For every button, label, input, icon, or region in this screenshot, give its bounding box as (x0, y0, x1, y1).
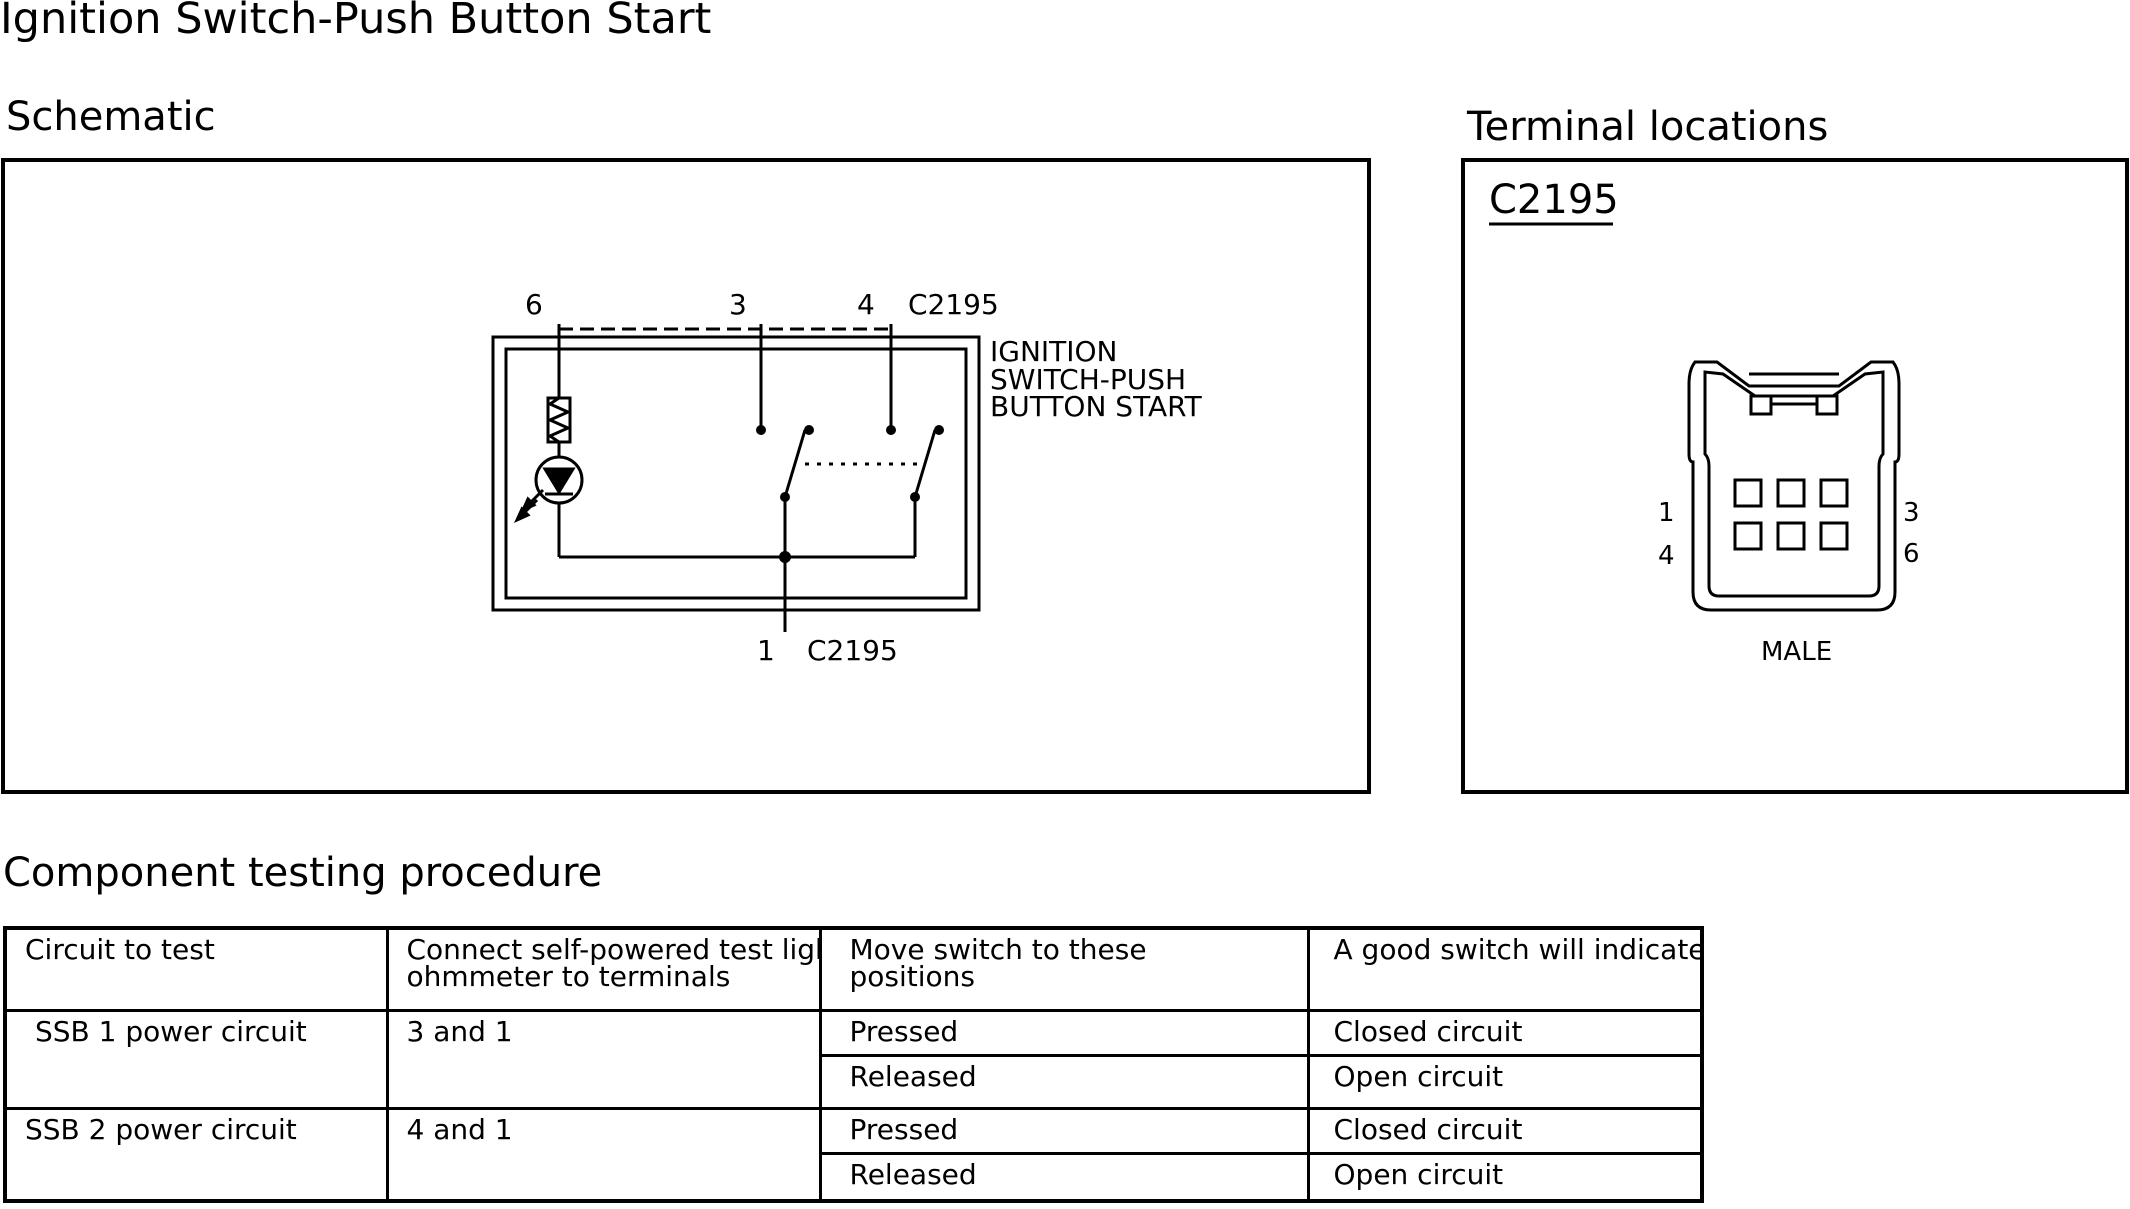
indication-cell: Open circuit (1306, 1151, 1704, 1203)
component-inner-box (504, 347, 968, 600)
position-cell: Pressed (818, 1008, 1310, 1057)
terminal-panel: C2195 1 4 3 6 MALE (1461, 158, 2129, 794)
terminal-cavity-3 (1819, 478, 1849, 508)
schematic-diagram: 6 3 4 C2195 1 C2195 IGNITION SWITCH-PUSH… (491, 288, 1203, 667)
connector-housing-icon (1687, 360, 1901, 612)
header-connect: Connect self-powered test light orohmmet… (385, 926, 822, 1012)
page-title: Ignition Switch-Push Button Start (0, 0, 712, 44)
pin-label-6: 6 (525, 288, 543, 321)
switch2-blade (913, 429, 937, 498)
table-header-row: Circuit to test Connect self-powered tes… (3, 926, 1704, 1012)
resistor-zigzag (546, 396, 572, 444)
terminal-label-6: 6 (1903, 539, 1920, 569)
terminal-label-1: 1 (1658, 498, 1675, 528)
position-cell: Released (818, 1151, 1310, 1203)
component-label-line2: SWITCH-PUSH (990, 363, 1186, 396)
table-row: SSB 2 power circuit 4 and 1 Pressed Clos… (3, 1106, 1704, 1203)
switch1-blade (783, 429, 807, 498)
connector-id-label: C2195 (1489, 177, 1619, 223)
terminal-cavity-5 (1776, 521, 1806, 551)
table-row: SSB 1 power circuit 3 and 1 Pressed Clos… (3, 1008, 1704, 1110)
position-cell: Released (818, 1053, 1310, 1110)
terminal-cavity-6 (1819, 521, 1849, 551)
component-label-line3: BUTTON START (990, 390, 1203, 423)
header-indicate: A good switch will indicate (1306, 926, 1704, 1012)
component-label-line1: IGNITION (990, 335, 1118, 368)
pin-label-3: 3 (729, 288, 747, 321)
terminal-locations-heading: Terminal locations (1467, 104, 1829, 150)
schematic-panel: 6 3 4 C2195 1 C2195 IGNITION SWITCH-PUSH… (1, 158, 1371, 794)
terminal-cavity-4 (1733, 521, 1763, 551)
component-outer-box (491, 335, 981, 612)
terminals-cell: 4 and 1 (385, 1106, 822, 1203)
connector-label-top: C2195 (908, 288, 999, 321)
connector-face-diagram: C2195 1 4 3 6 MALE (1489, 177, 1920, 667)
circuit-cell: SSB 2 power circuit (3, 1106, 389, 1203)
indication-cell: Closed circuit (1306, 1106, 1704, 1155)
pin-label-4: 4 (857, 288, 875, 321)
header-circuit: Circuit to test (3, 926, 389, 1012)
table-row: Released Open circuit (5, 1151, 1704, 1203)
connector-gender-label: MALE (1761, 637, 1832, 667)
terminal-cavity-2 (1776, 478, 1806, 508)
indication-cell: Open circuit (1306, 1053, 1704, 1110)
circuit-cell: SSB 1 power circuit (3, 1008, 389, 1110)
connector-label-bottom: C2195 (807, 634, 898, 667)
position-cell: Pressed (818, 1106, 1310, 1155)
procedure-heading: Component testing procedure (3, 850, 603, 896)
indication-cell: Closed circuit (1306, 1008, 1704, 1057)
terminal-label-3: 3 (1903, 498, 1920, 528)
terminals-cell: 3 and 1 (385, 1008, 822, 1110)
terminal-label-4: 4 (1658, 541, 1675, 571)
terminal-cavity-1 (1733, 478, 1763, 508)
pin-label-1: 1 (757, 634, 775, 667)
component-test-table: Circuit to test Connect self-powered tes… (3, 926, 1704, 1203)
table-row: Released Open circuit (5, 1053, 1704, 1110)
schematic-heading: Schematic (6, 94, 216, 140)
